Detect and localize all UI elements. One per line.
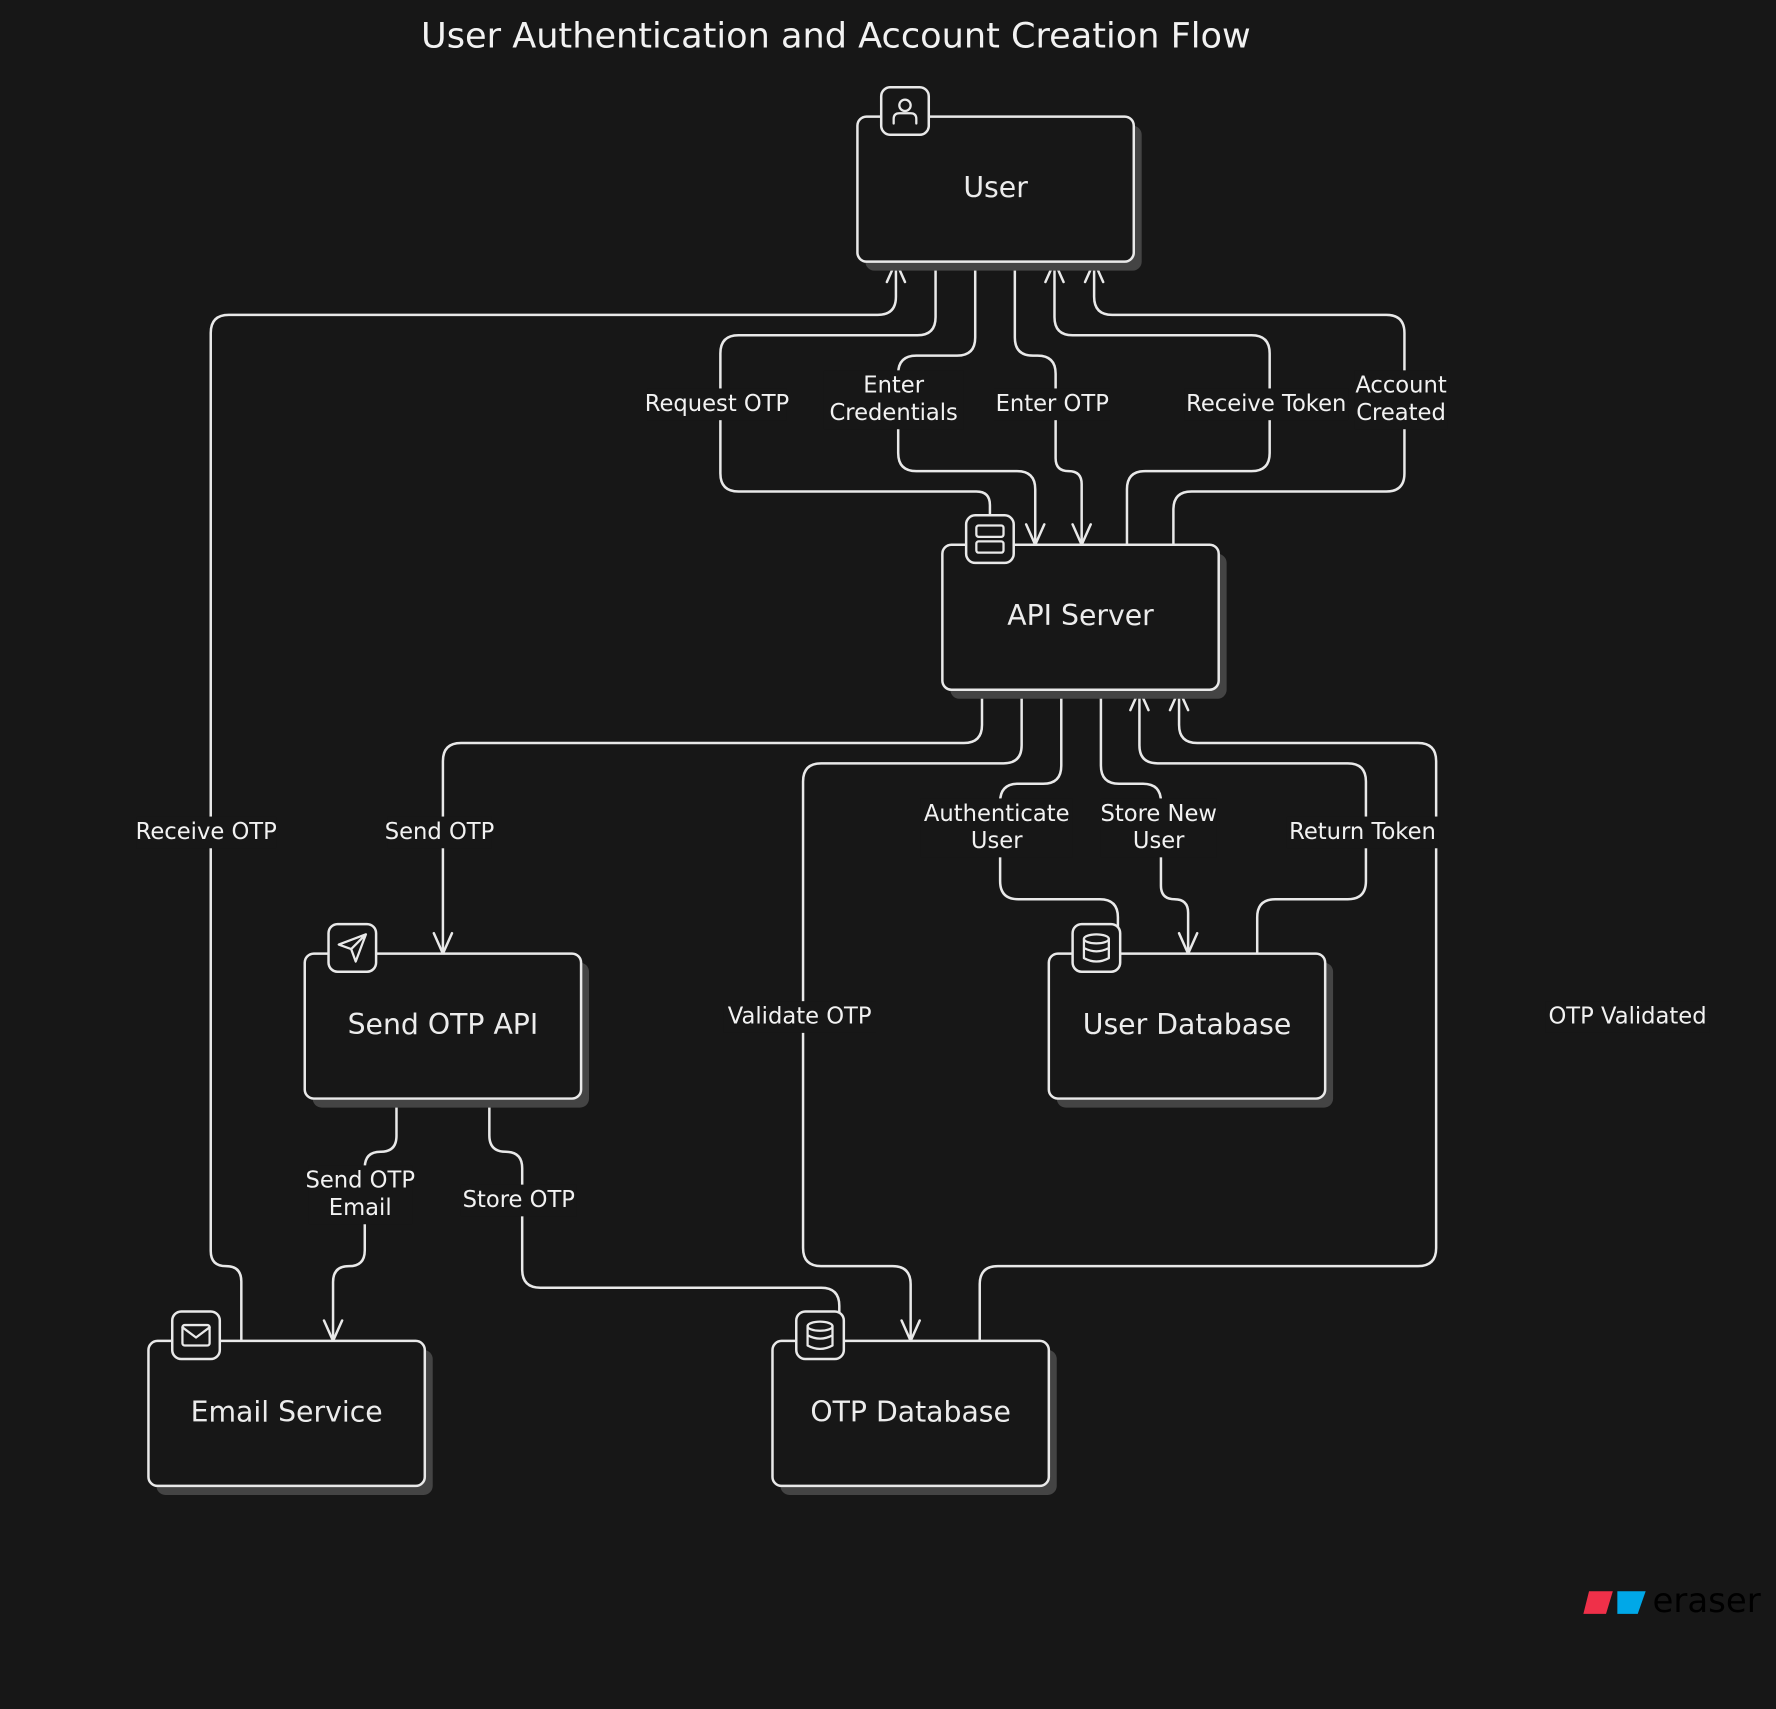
edge-label-line: Send OTP	[305, 1168, 415, 1194]
node-label: Send OTP API	[348, 1008, 539, 1041]
edge-label-line: Request OTP	[645, 391, 789, 417]
database-icon	[795, 1310, 846, 1361]
edge-label: Return Token	[1286, 816, 1439, 849]
node-label: OTP Database	[810, 1395, 1011, 1428]
edge-label-line: Credentials	[829, 400, 957, 426]
server-icon	[964, 514, 1015, 565]
edge-api-to-sendotp[interactable]	[432, 688, 984, 955]
diagram-title: User Authentication and Account Creation…	[421, 15, 1251, 56]
edge-label-line: Authenticate	[924, 801, 1070, 827]
edge-label-line: Receive Token	[1186, 391, 1346, 417]
edge-line	[441, 688, 984, 955]
edge-label-line: Validate OTP	[728, 1004, 872, 1030]
edge-label: Validate OTP	[723, 1001, 876, 1033]
node-email[interactable]: Email Service	[147, 1310, 433, 1495]
node-label: Email Service	[191, 1395, 383, 1428]
node-box	[303, 952, 583, 1100]
edge-label: Receive OTP	[136, 816, 277, 849]
brand-name: eraser	[1652, 1581, 1760, 1621]
mail-icon	[170, 1310, 222, 1361]
edge-label-line: OTP Validated	[1548, 1004, 1706, 1030]
edge-label-line: Receive OTP	[136, 819, 277, 845]
edge-label-line: Enter OTP	[996, 391, 1109, 417]
edge-label: Request OTP	[645, 388, 789, 421]
edge-label-line: User	[1133, 828, 1185, 854]
eraser-logo: eraser	[1583, 1581, 1761, 1621]
edge-label-line: Return Token	[1289, 819, 1436, 845]
node-otpdb[interactable]: OTP Database	[771, 1310, 1057, 1495]
edge-label-line: Store OTP	[463, 1187, 575, 1213]
send-icon	[327, 922, 378, 973]
logo-blue-mark	[1617, 1591, 1646, 1614]
node-box	[856, 115, 1136, 263]
edge-sendotp-to-otpdb[interactable]	[488, 1096, 841, 1327]
node-box	[1047, 952, 1327, 1100]
node-user[interactable]: User	[856, 85, 1142, 271]
edge-line	[488, 1096, 841, 1327]
edge-label-line: User	[971, 828, 1023, 854]
edge-label-line: Store New	[1100, 801, 1216, 827]
edge-label-line: Email	[329, 1195, 392, 1221]
edge-line	[978, 688, 1438, 1343]
node-userdb[interactable]: User Database	[1047, 922, 1334, 1108]
node-sendotp[interactable]: Send OTP API	[303, 922, 590, 1108]
node-box	[941, 543, 1220, 691]
edge-label-line: Send OTP	[385, 819, 495, 845]
user-icon	[879, 85, 931, 137]
edge-label: OTP Validated	[1545, 1001, 1710, 1033]
edge-label-line: Created	[1356, 400, 1446, 426]
edge-label-line: Account	[1355, 373, 1447, 399]
edge-label: Enter OTP	[994, 388, 1111, 421]
edge-label: Send OTP	[385, 816, 495, 849]
node-api[interactable]: API Server	[941, 514, 1227, 699]
node-box	[771, 1339, 1051, 1488]
edge-label-line: Enter	[863, 373, 924, 399]
node-box	[147, 1339, 427, 1488]
node-label: User Database	[1083, 1008, 1292, 1041]
database-icon	[1071, 922, 1122, 973]
edge-line	[1013, 260, 1083, 546]
node-label: API Server	[1007, 599, 1154, 632]
edge-label: Store OTP	[460, 1184, 577, 1217]
node-label: User	[963, 171, 1028, 204]
edge-label: Receive Token	[1184, 388, 1349, 421]
edge-line	[209, 260, 898, 1343]
logo-red-mark	[1583, 1591, 1613, 1614]
